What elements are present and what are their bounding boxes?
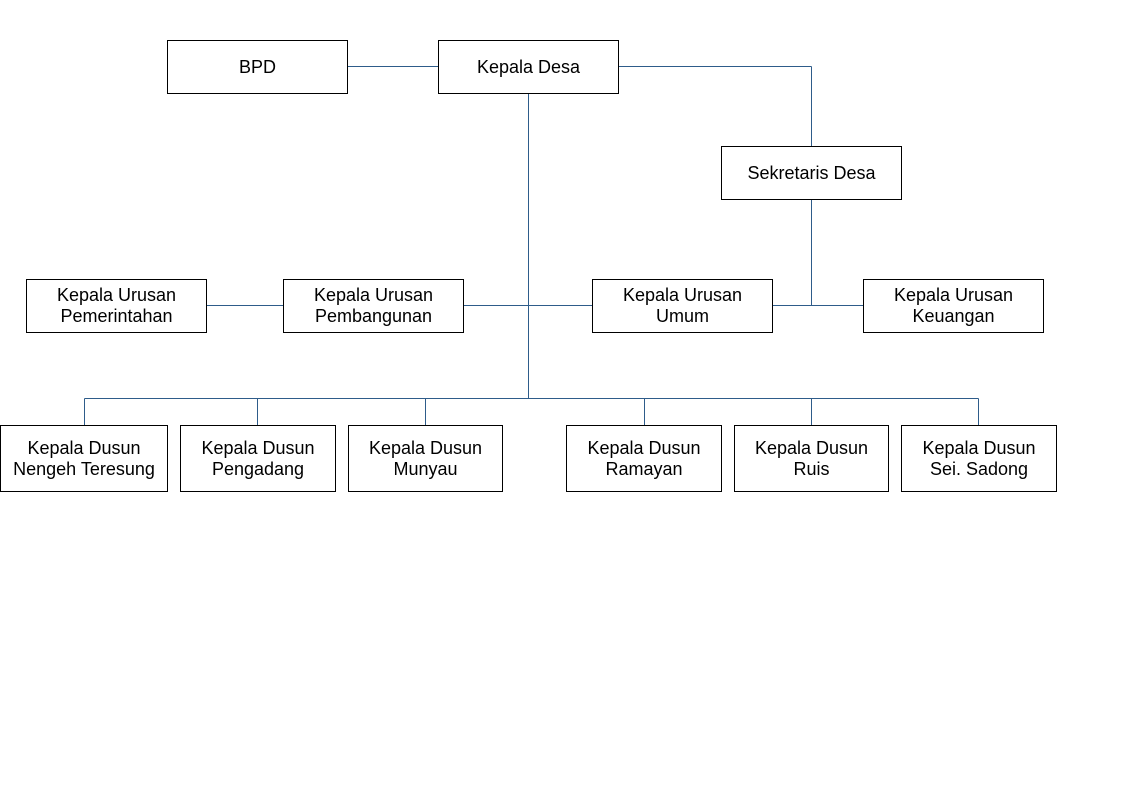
node-kadus-munyau: Kepala Dusun Munyau	[348, 425, 503, 492]
node-kadus-sei-sadong-line2: Sei. Sadong	[929, 458, 1029, 479]
node-bpd: BPD	[167, 40, 348, 94]
node-kepala-desa-label: Kepala Desa	[476, 56, 581, 77]
node-kaur-pemerintahan-line2: Pemerintahan	[60, 306, 173, 326]
node-kadus-ramayan: Kepala Dusun Ramayan	[566, 425, 722, 492]
node-kadus-ruis-line2: Ruis	[793, 458, 830, 479]
node-kadus-nengeh-teresung-line1: Kepala Dusun	[27, 437, 141, 458]
node-kaur-umum-line1: Kepala Urusan	[622, 285, 743, 305]
node-kadus-pengadang: Kepala Dusun Pengadang	[180, 425, 336, 492]
node-kaur-umum: Kepala Urusan Umum	[592, 279, 773, 333]
node-kadus-munyau-line1: Kepala Dusun	[368, 437, 483, 458]
node-kadus-munyau-line2: Munyau	[393, 458, 458, 479]
node-kaur-pembangunan: Kepala Urusan Pembangunan	[283, 279, 464, 333]
node-kadus-sei-sadong-line1: Kepala Dusun	[922, 437, 1036, 458]
node-kadus-ruis: Kepala Dusun Ruis	[734, 425, 889, 492]
node-kadus-ramayan-line1: Kepala Dusun	[587, 437, 701, 458]
node-kaur-keuangan-line1: Kepala Urusan	[893, 285, 1014, 305]
node-kaur-keuangan-line2: Keuangan	[912, 306, 995, 326]
node-kadus-pengadang-line1: Kepala Dusun	[201, 437, 315, 458]
node-kadus-ruis-line1: Kepala Dusun	[754, 437, 869, 458]
node-kadus-nengeh-teresung-line2: Nengeh Teresung	[13, 458, 155, 479]
node-kaur-pemerintahan-line1: Kepala Urusan	[56, 285, 177, 305]
node-sekretaris-desa-label: Sekretaris Desa	[747, 162, 876, 183]
node-kadus-pengadang-line2: Pengadang	[211, 458, 305, 479]
node-kadus-sei-sadong: Kepala Dusun Sei. Sadong	[901, 425, 1057, 492]
node-kadus-ramayan-line2: Ramayan	[605, 458, 683, 479]
node-sekretaris-desa: Sekretaris Desa	[721, 146, 902, 200]
node-kadus-nengeh-teresung: Kepala Dusun Nengeh Teresung	[0, 425, 168, 492]
node-kaur-umum-line2: Umum	[656, 306, 709, 326]
node-kaur-keuangan: Kepala Urusan Keuangan	[863, 279, 1044, 333]
node-kaur-pembangunan-line1: Kepala Urusan	[313, 285, 434, 305]
node-bpd-label: BPD	[238, 56, 276, 77]
node-kaur-pemerintahan: Kepala Urusan Pemerintahan	[26, 279, 207, 333]
node-kaur-pembangunan-line2: Pembangunan	[314, 306, 433, 326]
node-kepala-desa: Kepala Desa	[438, 40, 619, 94]
